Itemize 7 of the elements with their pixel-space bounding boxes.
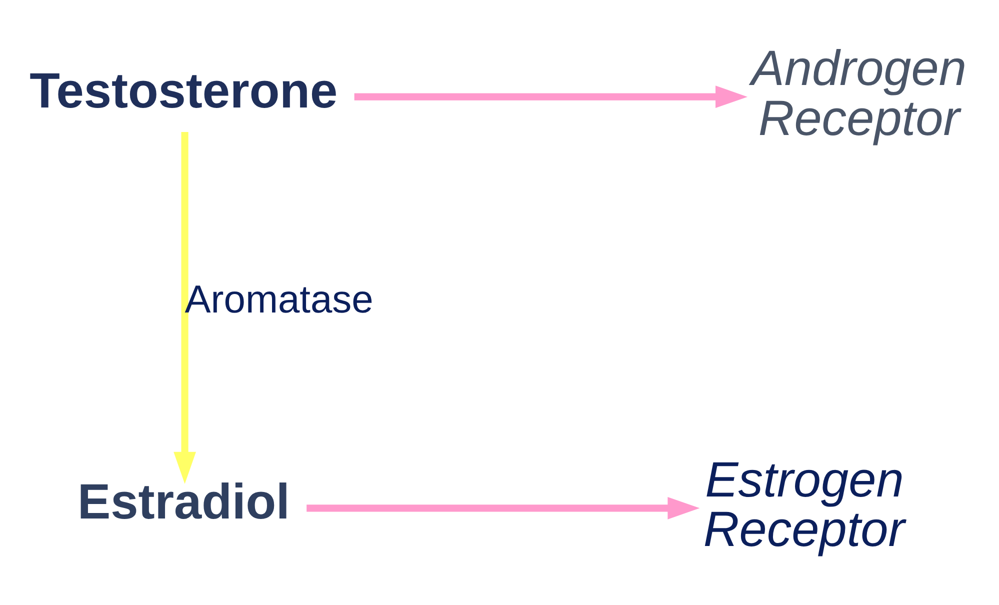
arrow [306, 496, 700, 520]
node-text: Testosterone [30, 62, 338, 118]
node-text: Estrogen Receptor [703, 451, 905, 558]
node-text: Estradiol [78, 474, 290, 530]
arrow [354, 86, 748, 108]
node-text: Androgen Receptor [751, 40, 967, 146]
arrow [174, 132, 196, 484]
